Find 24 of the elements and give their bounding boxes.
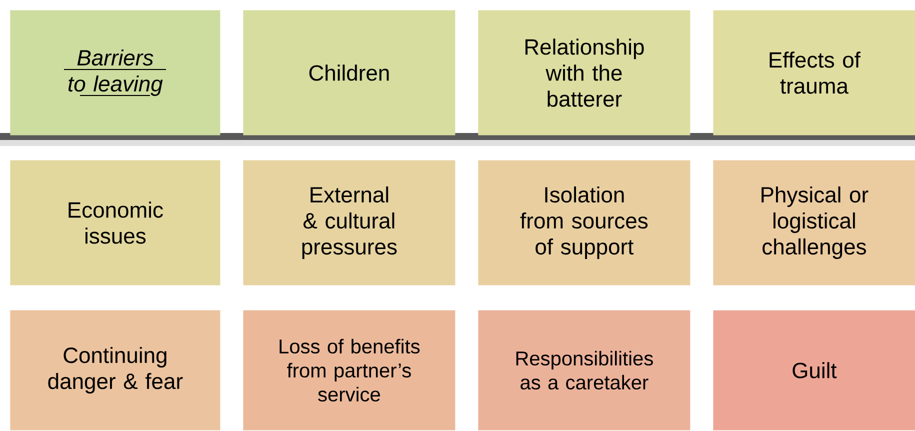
box-label: Economic issues — [68, 202, 163, 244]
category-box — [478, 10, 690, 136]
category-box — [478, 160, 690, 286]
box-label: Guilt — [792, 362, 837, 378]
category-box — [243, 310, 456, 430]
box-label: Continuing danger & fear — [48, 346, 183, 394]
box-label: Children — [309, 64, 389, 81]
box-label: External & cultural pressures — [302, 186, 397, 259]
category-box — [10, 160, 220, 286]
box-label: Relationship with the batterer — [525, 38, 644, 107]
box-label: Barriers to leaving — [64, 49, 166, 96]
category-box — [713, 160, 915, 286]
box-label: Effects of trauma — [770, 52, 860, 94]
box-label: Physical or logistical challenges — [762, 186, 868, 259]
category-box — [10, 10, 220, 136]
category-box — [713, 310, 915, 430]
category-box — [243, 160, 456, 286]
box-label: Isolation from sources of support — [520, 186, 648, 259]
category-box — [713, 10, 915, 136]
box-label: Responsibilities as a caretaker — [516, 350, 653, 390]
category-box — [10, 310, 220, 430]
box-label: Loss of benefits from partner’s service — [280, 338, 420, 402]
category-box — [478, 310, 690, 430]
category-box — [243, 10, 456, 136]
